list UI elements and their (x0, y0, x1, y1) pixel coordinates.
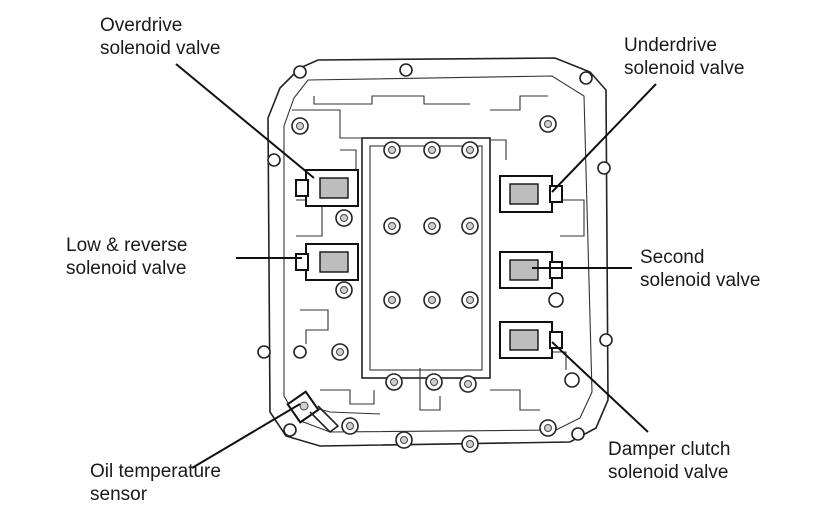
label-line: sensor (90, 484, 148, 505)
label-underdrive-solenoid-valve: Underdrive solenoid valve (624, 34, 744, 80)
label-line: solenoid valve (640, 270, 761, 291)
leader-line-damper-clutch (551, 341, 649, 433)
label-line: Underdrive (624, 35, 717, 56)
label-low-reverse-solenoid-valve: Low & reverse solenoid valve (66, 234, 187, 280)
label-line: Damper clutch (608, 439, 731, 460)
overdrive-solenoid (295, 169, 359, 207)
side-bolts (291, 115, 580, 388)
label-damper-clutch-solenoid-valve: Damper clutch solenoid valve (608, 438, 731, 484)
label-second-solenoid-valve: Second solenoid valve (640, 246, 760, 292)
label-line: solenoid valve (624, 58, 745, 79)
lower-bolts (341, 373, 557, 453)
center-plate-bolts (383, 141, 479, 309)
label-line: solenoid valve (100, 38, 221, 59)
oil-temperature-sensor-part (286, 390, 340, 434)
flange-bolts (257, 63, 613, 441)
underdrive-solenoid (499, 175, 563, 213)
label-overdrive-solenoid-valve: Overdrive solenoid valve (100, 14, 220, 60)
label-line: Overdrive (100, 15, 183, 36)
low-reverse-solenoid (295, 243, 359, 281)
valve-body-outline (267, 57, 609, 447)
label-oil-temperature-sensor: Oil temperature sensor (90, 460, 221, 506)
center-plate (361, 137, 491, 379)
label-line: Second (640, 247, 705, 268)
leader-line-underdrive (551, 83, 657, 193)
label-line: solenoid valve (608, 462, 729, 483)
leader-line-overdrive (175, 63, 315, 179)
damper-clutch-solenoid (499, 321, 563, 359)
label-line: Low & reverse (66, 235, 188, 256)
label-line: Oil temperature (90, 461, 221, 482)
label-line: solenoid valve (66, 258, 187, 279)
fluid-passages (292, 95, 585, 415)
leader-line-oil-temp (191, 403, 301, 469)
valve-body-inner-outline (283, 75, 593, 433)
second-solenoid (499, 251, 563, 289)
